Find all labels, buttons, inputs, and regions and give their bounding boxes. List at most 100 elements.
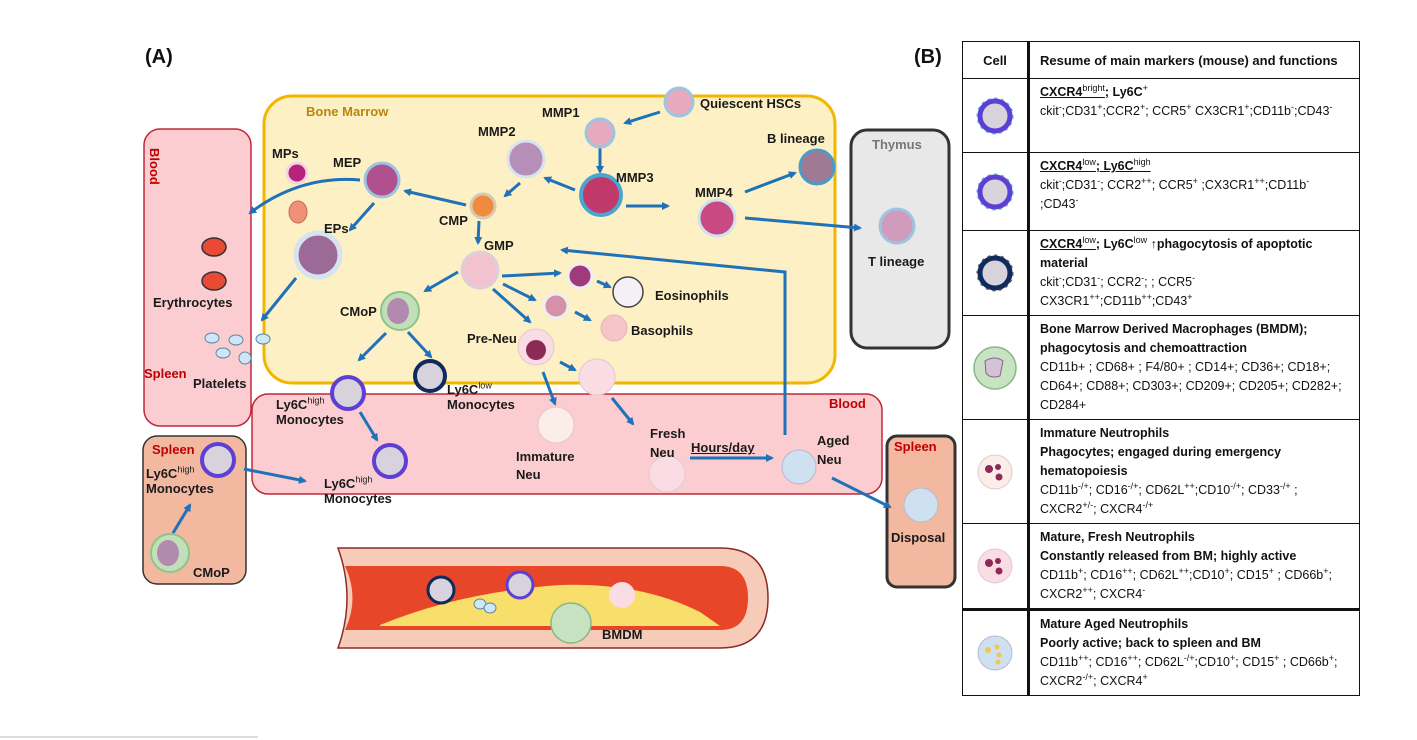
eos-precursor-cell [566,262,594,290]
ly6c-high-monocyte-bm [330,375,366,411]
eps-cell [293,230,343,280]
baso-precursor-cell [542,292,570,320]
label-spleen-cmop: CMoP [193,565,230,580]
ly6c-prefix: Ly6C [146,466,178,481]
ly6c-sup: high [307,395,325,406]
label-mmp4: MMP4 [695,185,733,200]
monocytes-text: Monocytes [146,481,214,496]
lineage-arrows [171,110,892,534]
thymus-title: Thymus [872,137,922,152]
immature-neutrophil-icon [963,452,1027,492]
cell-title: CXCR4bright; Ly6C+ [1040,82,1148,99]
vessel-bmdm-cell [550,602,592,644]
table-row: CXCR4low; Ly6Clow ↑phagocytosis of apopt… [962,230,1360,316]
cell-title: CXCR4low; Ly6Clow ↑phagocytosis of apopt… [1040,234,1313,270]
cell-title: Bone Marrow Derived Macrophages (BMDM); … [1040,322,1308,355]
aged-text: Aged [817,433,850,448]
arrow-mmp2-to-cmp [503,181,521,198]
arrow-mep-to-eps [348,202,376,232]
fresh-neu-cell [648,455,686,493]
table-row: Bone Marrow Derived Macrophages (BMDM); … [962,315,1360,420]
ep-cell-small [288,200,308,224]
ly6c-low-monocyte-icon [963,253,1027,293]
mep-cell [363,161,401,199]
header-description: Resume of main markers (mouse) and funct… [1028,41,1360,79]
cell-description: Bone Marrow Derived Macrophages (BMDM); … [1028,315,1360,420]
label-hours-day: Hours/day [691,440,755,455]
bottom-divider [0,736,258,738]
ly6c-sup: high [355,474,373,485]
label-erythrocytes: Erythrocytes [153,295,233,310]
cell-markers: CD11b+ ; CD68+ ; F4/80+ ; CD14+; CD36+; … [1040,360,1342,412]
header-cell: Cell [962,41,1030,79]
label-b-lineage: B lineage [767,131,825,146]
cell-icon-column [962,152,1030,231]
fresh-neutrophil-icon [963,546,1027,586]
arrow-mep-to-blood [248,177,361,215]
cell-markers: CD11b++; CD16++; CD62L-/+;CD10+; CD15+ ;… [1040,652,1338,688]
aged-neu-cell [781,449,817,485]
aged-neutrophil-icon [963,633,1027,673]
marker-table: Cell Resume of main markers (mouse) and … [962,41,1360,696]
label-eps: EPs [324,221,349,236]
b-lineage-cell [798,148,836,186]
cmop-nucleus [387,298,409,324]
label-basophils: Basophils [631,323,694,338]
macrophage-icon [963,343,1027,393]
spleen-cmop-nucleus [157,540,179,566]
panel-b-label: (B) [914,46,942,68]
arrow-gmp-to-cmop [423,270,459,293]
immature-neu-cell [537,406,575,444]
gmp-cell [460,250,500,290]
label-quiescent-hscs: Quiescent HSCs [700,96,802,111]
cell-icon-column [962,419,1030,524]
arrow-cmp-to-gmp [474,220,483,245]
label-cmop: CMoP [340,304,377,319]
table-body: CXCR4bright; Ly6C+ckit-;CD31+;CCR2+; CCR… [962,78,1360,696]
monocytes-text: Monocytes [276,412,344,427]
mmp4-cell [697,198,737,238]
label-t-lineage: T lineage [868,254,925,269]
immature-text: Immature [516,449,575,464]
diagram-canvas [142,86,957,649]
spleen-left-title: Spleen [144,366,187,381]
arrow-eps-to-platelets [260,277,298,322]
basophil-cell [600,314,628,342]
cell-icon-column [962,230,1030,316]
cell-description: CXCR4low; Ly6Clow ↑phagocytosis of apopt… [1028,230,1360,316]
blood-band-title: Blood [829,396,866,411]
arrow-hsc-to-mmp1 [623,110,661,126]
vessel-neutrophil [609,582,635,608]
cells [150,86,939,644]
ly6c-plus-monocyte-icon [963,96,1027,136]
ly6c-sup: low [478,380,492,391]
bone-marrow-title: Bone Marrow [306,104,389,119]
label-disposal: Disposal [891,530,946,545]
vessel-platelets [473,598,497,614]
spleen-bottom-left-title: Spleen [152,442,195,457]
mps-cell [285,161,309,185]
monocytes-text: Monocytes [447,397,515,412]
table-header-row: Cell Resume of main markers (mouse) and … [962,41,1360,79]
label-mmp3: MMP3 [616,170,654,185]
vessel-ly6c-high-monocyte [505,570,535,600]
cmp-cell [469,192,497,220]
vessel-ly6c-low-monocyte [426,575,456,605]
t-lineage-cell [878,207,916,245]
ly6c-high-monocyte-blood [372,443,408,479]
ly6c-sup: high [177,464,195,475]
label-bmdm: BMDM [602,627,643,642]
